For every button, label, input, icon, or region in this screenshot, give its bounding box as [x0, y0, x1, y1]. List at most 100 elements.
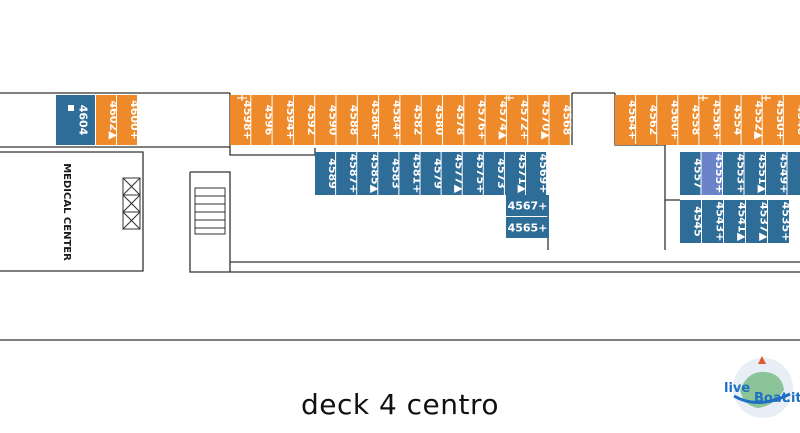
cabin-number: 4570▲ — [539, 100, 552, 140]
cabin-4568[interactable]: 4568 — [549, 95, 574, 145]
cabin-4581[interactable]: 4581+ — [399, 152, 423, 195]
cabin-box — [272, 95, 293, 145]
cabin-4580[interactable]: 4580 — [421, 95, 446, 145]
cabin-4550[interactable]: 4550+ — [762, 95, 787, 145]
cabin-4596[interactable]: 4596 — [251, 95, 275, 145]
cabin-box — [96, 95, 116, 145]
cabin-4594[interactable]: 4594+ — [272, 95, 297, 145]
cabin-box — [526, 152, 547, 195]
cabin-4564[interactable]: 4564+ — [615, 95, 639, 145]
cabin-4585[interactable]: 4585▲ — [357, 152, 381, 195]
cabin-box — [293, 95, 315, 145]
cabin-box — [117, 95, 137, 145]
cabin-4579[interactable]: 4579 — [420, 152, 445, 195]
cabin-number: 4554 — [732, 105, 745, 136]
cabin-number: 4552▲ — [753, 100, 766, 140]
cabin-number: 4585▲ — [368, 154, 381, 194]
cabin-4537[interactable]: 4537▲ — [746, 200, 771, 243]
cabin-4577[interactable]: 4577▲ — [441, 152, 466, 195]
liveboat-logo: live Boat .it — [724, 356, 800, 418]
cabin-number: 4581+ — [410, 154, 423, 194]
cabin-box — [680, 152, 701, 195]
cabin-4551[interactable]: 4551▲ — [744, 152, 769, 195]
cabin-4553[interactable]: 4553+ — [723, 152, 747, 195]
cabin-4600[interactable]: 4600+ — [117, 95, 141, 145]
cabin-box — [783, 95, 800, 145]
cabin-box — [762, 95, 783, 145]
cabin-number: 4549+ — [777, 154, 790, 194]
cabin-number: 4541▲ — [736, 202, 749, 242]
cabin-4560[interactable]: 4560+ — [657, 95, 681, 145]
cabin-number: 4604 — [77, 105, 90, 136]
cabin-4541[interactable]: 4541▲ — [724, 200, 749, 243]
cabin-4575[interactable]: 4575+ — [462, 152, 487, 195]
cabin-box — [378, 152, 399, 195]
cabin-4535[interactable]: 4535+ — [768, 200, 793, 243]
cabin-4584[interactable]: 4584+ — [379, 95, 403, 145]
cabin-number: 4576+ — [475, 100, 488, 140]
cabin-box — [723, 152, 744, 195]
cabin-number: 4586+ — [369, 100, 382, 140]
cabin-box — [357, 152, 378, 195]
logo-suffix: .it — [786, 391, 800, 406]
cabin-number: 4560+ — [668, 100, 681, 140]
cabin-box — [549, 95, 570, 145]
cabin-4578[interactable]: 4578 — [443, 95, 467, 145]
cabin-4554[interactable]: 4554 — [720, 95, 745, 145]
cabin-box — [744, 152, 765, 195]
cabin-4583[interactable]: 4583 — [378, 152, 402, 195]
cabin-number: 4553+ — [734, 154, 747, 194]
cabin-box — [724, 200, 745, 243]
cabin-4545[interactable]: 4545 — [680, 200, 705, 243]
cabin-4592[interactable]: 4592 — [293, 95, 318, 145]
cabin-box — [506, 195, 549, 216]
cabin-4552[interactable]: 4552▲ — [741, 95, 766, 145]
cabin-4565[interactable]: 4565+ — [506, 217, 549, 238]
cabin-number: 4573 — [495, 158, 508, 189]
cabin-4555[interactable]: 4555+ — [701, 152, 726, 195]
cabin-4587[interactable]: 4587+ — [336, 152, 360, 195]
cabin-4582[interactable]: 4582 — [400, 95, 425, 145]
cabin-4557[interactable]: 4557 — [680, 152, 704, 195]
cabin-number: 4535+ — [780, 202, 793, 242]
cabin-4562[interactable]: 4562 — [636, 95, 660, 145]
cabin-4548[interactable]: 4548 — [783, 95, 800, 145]
cabin-4558[interactable]: 4558 — [678, 95, 702, 145]
cabin-4604[interactable]: 4604 — [56, 95, 95, 145]
cabin-box — [636, 95, 657, 145]
cabin-box — [615, 95, 636, 145]
cabin-4602[interactable]: 4602▲ — [96, 95, 120, 145]
cabin-4569[interactable]: 4569+ — [526, 152, 550, 195]
connecting-door-markers — [237, 95, 771, 101]
cabin-4572[interactable]: 4572+ — [506, 95, 531, 145]
cabin-4570[interactable]: 4570▲ — [528, 95, 552, 145]
cabin-box — [678, 95, 699, 145]
medical-center-label: MEDICAL CENTER — [61, 163, 72, 261]
cabin-4586[interactable]: 4586+ — [357, 95, 382, 145]
cabin-4571[interactable]: 4571▲ — [504, 152, 529, 195]
cabin-4543[interactable]: 4543+ — [702, 200, 727, 243]
cabin-number: 4537▲ — [758, 202, 771, 242]
cabin-4598[interactable]: 4598+ — [230, 95, 254, 145]
cabin-4549[interactable]: 4549+ — [766, 152, 790, 195]
cabin-4576[interactable]: 4576+ — [464, 95, 488, 145]
cabin-box — [657, 95, 678, 145]
cabin-number: 4545 — [692, 206, 705, 237]
cabin-4567[interactable]: 4567+ — [506, 195, 549, 216]
cabin-4589[interactable]: 4589 — [315, 152, 339, 195]
cabin-4573[interactable]: 4573 — [483, 152, 508, 195]
cabin-number: 4556+ — [710, 100, 723, 140]
cabin-4574[interactable]: 4574▲ — [485, 95, 510, 145]
cabin-number: 4564+ — [626, 100, 639, 140]
cabin-4588[interactable]: 4588 — [336, 95, 361, 145]
cabin-box — [506, 95, 528, 145]
cabin-number: 4602▲ — [107, 100, 120, 140]
cabin-number: 4548 — [795, 105, 800, 136]
cabin-number: 4550+ — [774, 100, 787, 140]
cabin-4547[interactable]: 4547 — [787, 152, 800, 195]
cabin-number: 4582 — [412, 105, 425, 136]
cabin-box — [701, 152, 722, 195]
cabin-4556[interactable]: 4556+ — [699, 95, 723, 145]
cabin-4590[interactable]: 4590 — [315, 95, 339, 145]
